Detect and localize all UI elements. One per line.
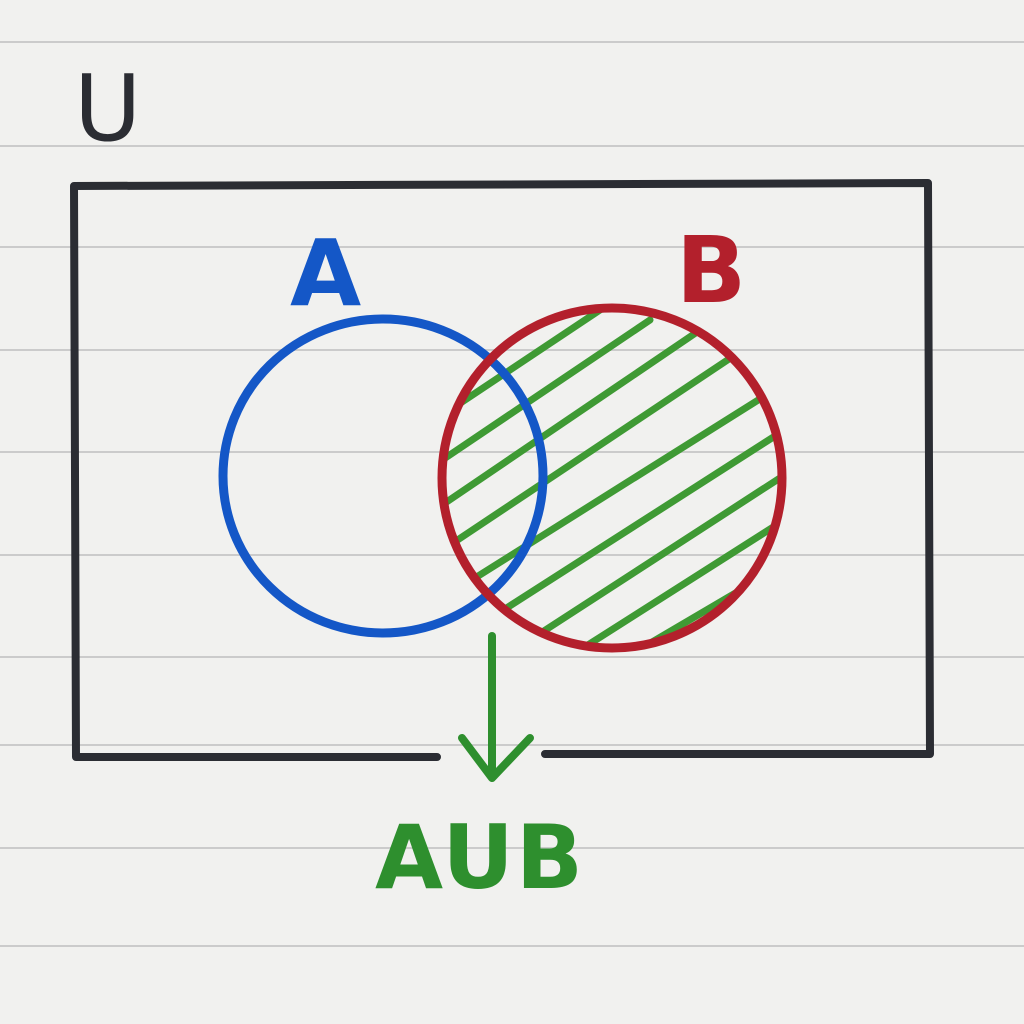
hatch-line (442, 376, 782, 604)
universe-label: U (74, 55, 141, 162)
hatch-line (526, 461, 782, 644)
set-a-label: A (290, 220, 361, 327)
universe-rectangle (70, 179, 934, 761)
set-a-circle (218, 314, 548, 638)
down-arrow-icon (458, 632, 534, 782)
hatch-line (442, 316, 654, 479)
set-b-circle (437, 303, 787, 653)
hatch-line (476, 416, 782, 629)
hatch-line (442, 341, 754, 569)
result-label: AUB (375, 806, 585, 909)
hatch-line (576, 506, 782, 648)
set-b-label: B (676, 217, 746, 324)
hatch-line (442, 326, 704, 524)
